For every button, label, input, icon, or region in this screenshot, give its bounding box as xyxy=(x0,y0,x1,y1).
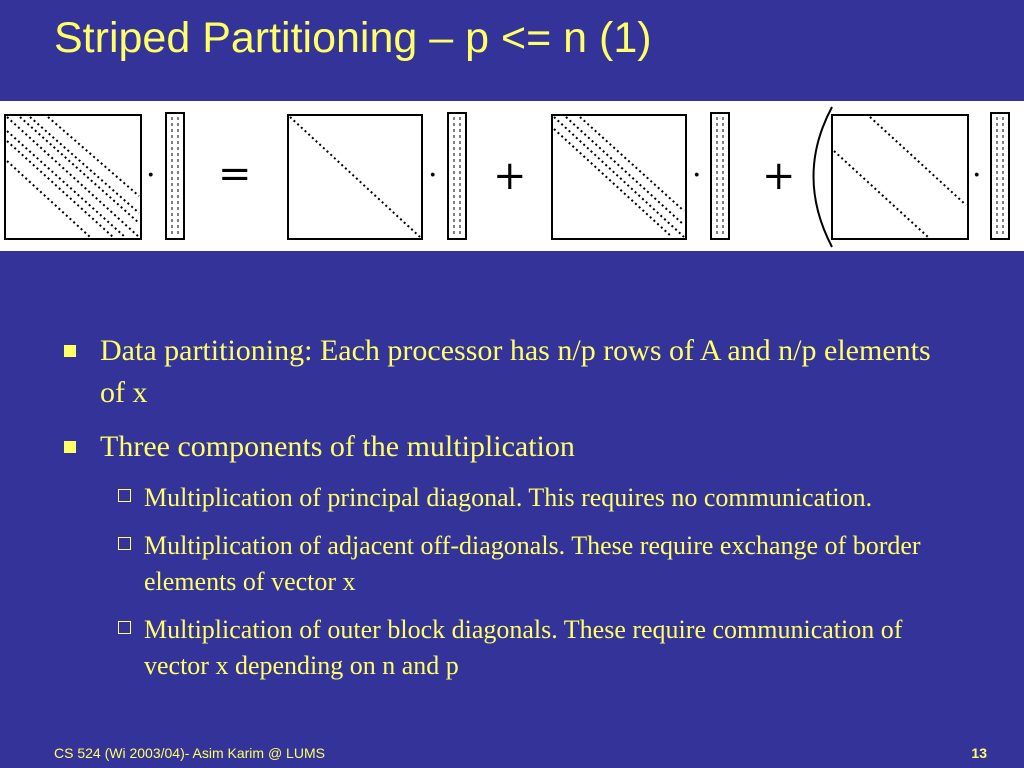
square-bullet-icon xyxy=(64,441,76,453)
sub-bullet-text: Multiplication of adjacent off-diagonals… xyxy=(144,531,921,596)
matrix-decomposition-figure: = + + · · · · xyxy=(0,101,1024,251)
matrix-outer-diagonals xyxy=(831,114,969,240)
square-bullet-icon xyxy=(64,345,76,357)
hollow-square-bullet-icon xyxy=(118,621,131,634)
bullet-item: Three components of the multiplication xyxy=(62,426,962,468)
vector-x-2 xyxy=(447,112,467,240)
page-number: 13 xyxy=(971,745,987,761)
vector-x-3 xyxy=(710,112,730,240)
matrix-a xyxy=(4,114,142,240)
slide-footer: CS 524 (Wi 2003/04)- Asim Karim @ LUMS xyxy=(54,745,325,761)
parenthesis-arc xyxy=(812,106,833,248)
operator-equals: = xyxy=(218,151,252,197)
bullet-text: Data partitioning: Each processor has n/… xyxy=(100,334,931,409)
matrix-adjacent-diagonals xyxy=(551,114,687,240)
slide-title: Striped Partitioning – p <= n (1) xyxy=(54,14,652,62)
dot-2: · xyxy=(428,158,438,193)
dot-1: · xyxy=(146,158,156,193)
operator-plus-1: + xyxy=(493,153,527,199)
sub-bullet-item: Multiplication of principal diagonal. Th… xyxy=(62,480,962,516)
dot-3: · xyxy=(692,158,702,193)
sub-bullet-text: Multiplication of principal diagonal. Th… xyxy=(144,483,873,512)
hollow-square-bullet-icon xyxy=(118,489,131,502)
hollow-square-bullet-icon xyxy=(118,537,131,550)
bullet-text: Three components of the multiplication xyxy=(100,430,575,463)
matrix-diagram: = + + · · · · xyxy=(4,106,1010,248)
bullet-list: Data partitioning: Each processor has n/… xyxy=(62,330,962,696)
sub-bullet-item: Multiplication of outer block diagonals.… xyxy=(62,612,962,684)
sub-bullet-text: Multiplication of outer block diagonals.… xyxy=(144,615,903,680)
dot-4: · xyxy=(972,158,982,193)
operator-plus-2: + xyxy=(762,153,796,199)
matrix-principal-diagonal xyxy=(287,114,423,240)
sub-bullet-item: Multiplication of adjacent off-diagonals… xyxy=(62,528,962,600)
vector-x-4 xyxy=(990,112,1010,240)
vector-x-1 xyxy=(165,112,185,240)
bullet-item: Data partitioning: Each processor has n/… xyxy=(62,330,962,414)
